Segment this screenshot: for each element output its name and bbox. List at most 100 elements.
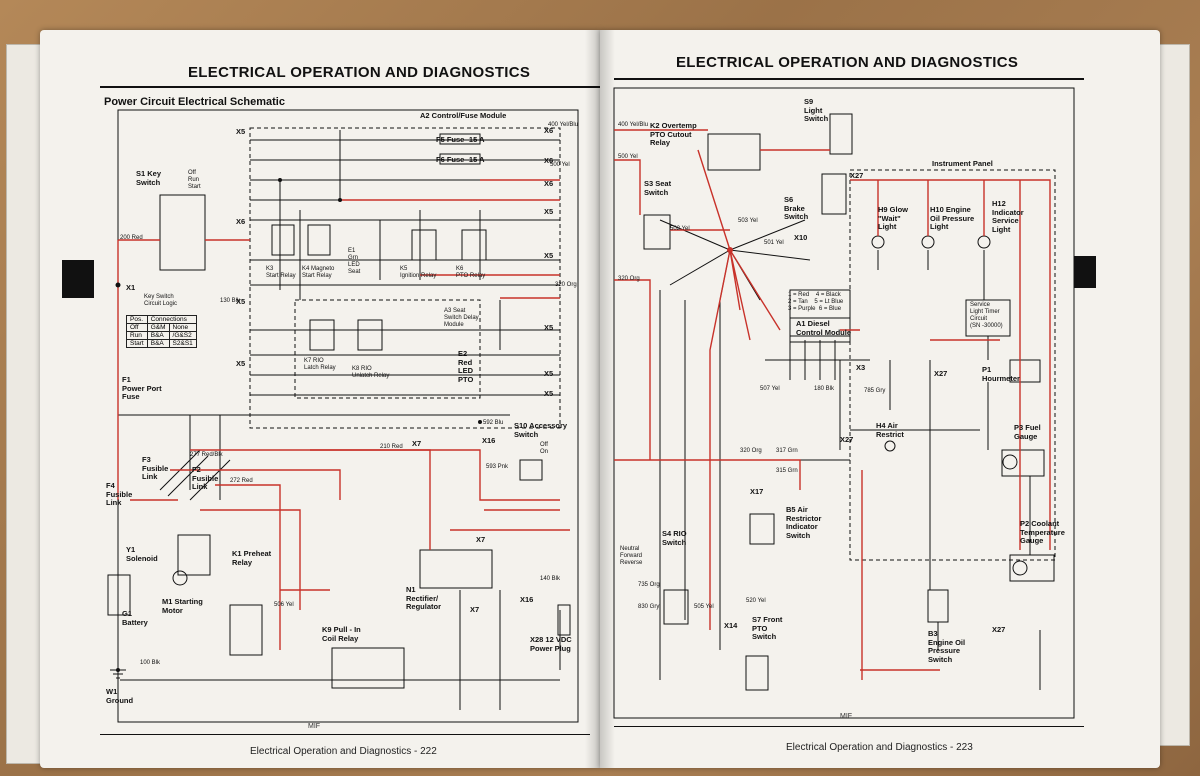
wire-label: 500 Yel [550,162,570,168]
k5-label: K5 Ignition Relay [400,266,437,279]
battery-box [107,574,131,616]
w1-label: W1 Ground [106,687,134,705]
g1-label: G1 Battery [122,609,148,627]
connector-label: X14 [724,621,738,630]
left-schematic [107,109,579,723]
seat-switch-box [643,214,671,250]
s7-label: S7 Front PTO Switch [752,615,783,641]
k4-label: K4 Magneto Start Relay [302,266,335,279]
rectifier-box [419,549,493,589]
key-switch-positions: Off Run Start [188,170,201,190]
key-logic-cell: B&A [146,339,170,348]
key-logic-cell: Start [126,339,148,348]
f4-label: F4 Fusible Link [106,481,133,507]
section-tab-marker [1074,256,1096,288]
b5-label: B5 Air Restrictor Indicator Switch [786,505,822,540]
fuse-f5-label: F5 Fuse -15 A [436,135,485,144]
k7-label: K7 RIO Latch Relay [304,358,336,371]
n1-label: N1 Rectifier/ Regulator [406,585,442,611]
wire-label: 140 Blk [540,576,561,582]
s4-positions: Neutral Forward Reverse [620,546,643,566]
fuel-gauge-box [1001,449,1045,477]
footer-rule [614,726,1084,727]
wire-label: 320 Org [740,448,762,454]
a3-label: A3 Seat Switch Delay Module [444,308,479,328]
key-switch-body [159,194,206,271]
wire-label: 785 Gry [864,388,886,394]
service-timer-label: Service Light Timer Circuit (SN -30000) [970,302,1003,329]
wire-label: 130 Blk [220,298,241,304]
right-page-footer: Electrical Operation and Diagnostics - 2… [786,742,973,753]
k3-label: K3 Start Relay [266,266,296,279]
k2-label: K2 Overtemp PTO Cutout Relay [650,121,697,147]
connector-label: X17 [750,487,764,496]
connector-label: X1 [126,283,136,292]
instrument-panel-label: Instrument Panel [932,159,993,168]
k8-label: K8 RIO Unlatch Relay [352,366,390,379]
mif-mark: MIF [308,723,321,730]
connector-label: X5 [544,251,554,260]
k1-label: K1 Preheat Relay [232,549,272,567]
key-logic-cell: Run [126,331,148,340]
right-schematic [613,87,1075,719]
x28-label: X28 12 VDC Power Plug [530,635,572,653]
connector-label: X7 [470,605,480,614]
key-logic-header: Connections [146,315,197,324]
wire-label: 501 Yel [764,240,784,246]
k2-relay-box [707,133,761,171]
p1-label: P1 Hourmeter [982,365,1020,383]
connector-label: X5 [236,297,246,306]
wire-label: 502 Yel [670,226,690,232]
connector-label: X5 [544,207,554,216]
key-logic-cell: G&M [146,323,170,332]
connector-label: X5 [544,389,554,398]
connector-label: X27 [934,369,948,378]
right-page: ELECTRICAL OPERATION AND DIAGNOSTICS [600,30,1160,768]
connector-label: X6 [236,217,246,226]
wire-label: 830 Gry [638,604,660,610]
b3-label: B3 Engine Oil Pressure Switch [928,629,966,664]
wire-label: 505 Yel [694,604,714,610]
a1-module-box [789,317,851,337]
wire-label: 506 Yel [274,602,294,608]
key-logic-cell: S2&S1 [168,339,197,348]
connector-label: X5 [544,369,554,378]
wire-label: 400 Yel/Blu [548,122,579,128]
hourmeter-box [1009,359,1041,383]
s4-label: S4 RIO Switch [662,529,687,547]
a1-label: A1 Diesel Control Module [796,319,851,337]
connector-label: X5 [236,127,246,136]
pullin-relay-box [331,647,405,689]
key-switch-label: S1 Key Switch [136,169,162,187]
f3-label: F3 Fusible Link [142,455,169,481]
wire-label: 100 Blk [140,660,161,666]
solenoid-box [177,534,211,576]
book-gutter [585,30,615,768]
key-logic-header: Pos. [126,315,148,324]
wire-label: 210 Red [380,444,403,450]
brake-switch-box [821,173,847,215]
h9-label: H9 Glow "Wait" Light [878,205,909,231]
connector-label: X16 [482,436,496,445]
header-rule [100,86,600,88]
connector-label: X27 [840,435,854,444]
rio-switch-box [663,589,689,625]
wire-label: 400 Yel/Blu [618,122,649,128]
wire-label: 593 Pnk [486,464,509,470]
s6-label: S6 Brake Switch [784,195,809,221]
preheat-relay-box [229,604,263,656]
instrument-panel-box [849,169,1056,561]
left-page-footer: Electrical Operation and Diagnostics - 2… [250,746,437,757]
rio-relay-group [294,299,481,399]
key-logic-cell: B&A [146,331,170,340]
y1-label: Y1 Solenoid [126,545,158,563]
wire-label: 507 Yel [760,386,780,392]
wire-label: 277 Red/Blk [190,452,223,458]
k9-label: K9 Pull - In Coil Relay [322,625,361,643]
connector-label: X5 [544,323,554,332]
connector-label: X3 [856,363,866,372]
left-page: ELECTRICAL OPERATION AND DIAGNOSTICS Pow… [40,30,600,768]
f1-label: F1 Power Port Fuse [122,375,162,401]
connector-label: X7 [412,439,422,448]
